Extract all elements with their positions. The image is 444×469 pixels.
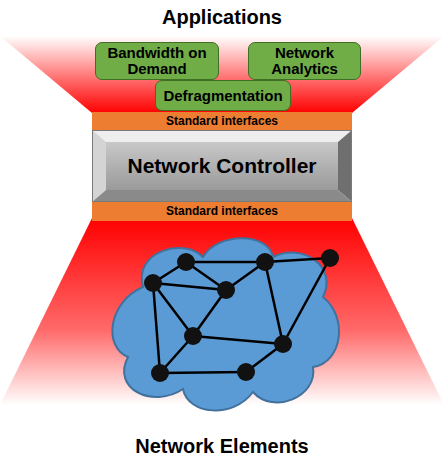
network-element-dot (184, 327, 202, 345)
node-label: Bandwidth on Demand (102, 45, 212, 77)
network-element-dot (144, 274, 162, 292)
interface-band: Standard interfaces (92, 202, 352, 221)
cloud-outline (112, 238, 339, 410)
graph-link (193, 336, 283, 344)
controller-box: Network Controller (92, 130, 352, 202)
graph-link (186, 261, 265, 264)
node-label: Network Controller (127, 154, 316, 178)
graph-link (283, 258, 330, 344)
network-element-dot (274, 335, 292, 353)
top-funnel (0, 36, 444, 113)
network-element-dot (256, 253, 274, 271)
graph-link (153, 283, 226, 290)
diagram-title: Applications (0, 6, 444, 29)
graph-link (153, 283, 193, 336)
node-label: Network Elements (97, 435, 347, 458)
interface-band: Standard interfaces (92, 112, 352, 131)
graph-link (160, 372, 246, 373)
network-element-dot (151, 364, 169, 382)
graph-link (153, 283, 160, 373)
application-box: Network Analytics (248, 42, 361, 80)
network-element-dot (237, 363, 255, 381)
graph-link (265, 258, 330, 262)
network-element-dot (177, 253, 195, 271)
node-label: Defragmentation (163, 88, 282, 104)
node-label: Network Analytics (255, 45, 354, 77)
network-cloud: Network Elements (97, 225, 347, 465)
application-box: Bandwidth on Demand (95, 42, 219, 80)
cloud-graph (97, 225, 347, 420)
node-label: Standard interfaces (166, 205, 278, 218)
graph-link (265, 262, 283, 344)
application-box: Defragmentation (155, 80, 291, 111)
network-element-dot (321, 249, 339, 267)
network-element-dot (217, 281, 235, 299)
node-label: Standard interfaces (166, 115, 278, 128)
